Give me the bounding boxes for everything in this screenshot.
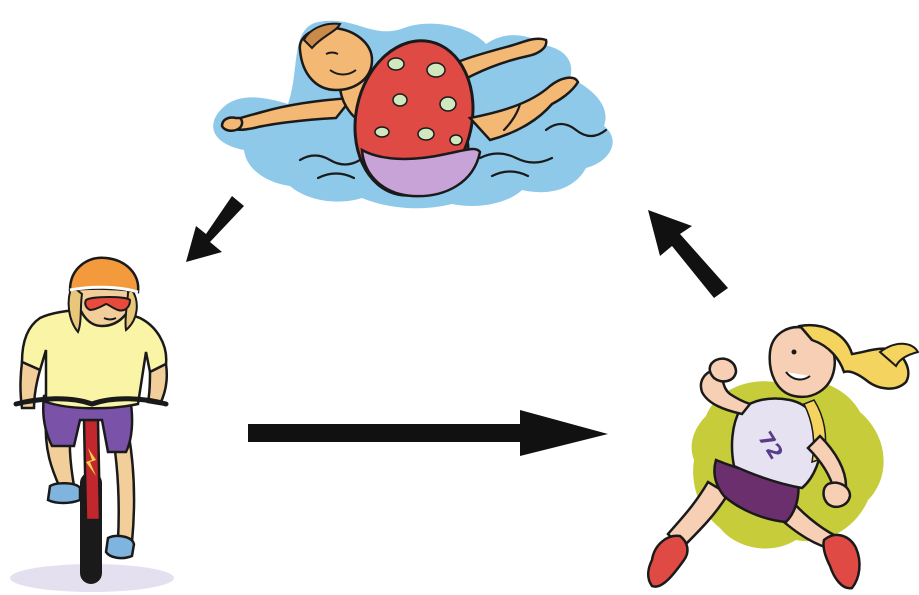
cycle-arrows <box>186 196 728 456</box>
runner-front-fist <box>824 483 851 507</box>
cyclist-right-shoe <box>106 536 134 558</box>
runner-back-fist <box>710 359 736 382</box>
runner-back-shoe <box>648 536 687 587</box>
arrow-bike-to-run <box>248 410 608 456</box>
arrow-swim-to-bike <box>186 196 244 262</box>
runner-illustration: 72 <box>648 325 918 588</box>
runner-front-shoe <box>823 535 859 588</box>
arrow-run-to-swim <box>648 210 728 298</box>
cyclist-illustration <box>10 258 174 592</box>
swimmer-left-hand <box>222 117 242 130</box>
runner-eye <box>792 350 797 355</box>
cyclist-left-shoe <box>48 483 80 503</box>
swimmer-illustration <box>213 21 612 209</box>
